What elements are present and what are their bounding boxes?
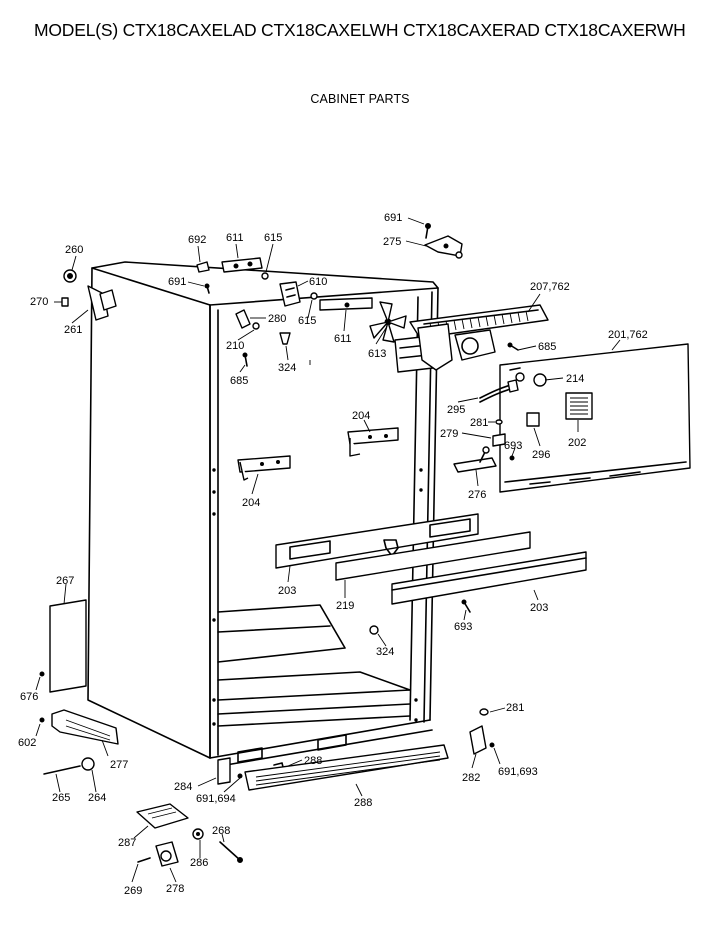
- callout-203: 203: [278, 585, 296, 597]
- leader-lines: [35, 217, 621, 883]
- callout-281: 281: [470, 417, 488, 429]
- callout-613: 613: [368, 348, 386, 360]
- callout-268: 268: [212, 825, 230, 837]
- callout-691-694: 691,694: [196, 793, 236, 805]
- callout-276: 276: [468, 489, 486, 501]
- callout-685: 685: [230, 375, 248, 387]
- callout-324: 324: [278, 362, 296, 374]
- callout-685: 685: [538, 341, 556, 353]
- callout-278: 278: [166, 883, 184, 895]
- callout-277: 277: [110, 759, 128, 771]
- callout-267: 267: [56, 575, 74, 587]
- callout-264: 264: [88, 792, 106, 804]
- callout-324: 324: [376, 646, 394, 658]
- callout-691: 691: [384, 212, 402, 224]
- callout-210: 210: [226, 340, 244, 352]
- callout-288: 288: [354, 797, 372, 809]
- callout-280: 280: [268, 313, 286, 325]
- callout-219: 219: [336, 600, 354, 612]
- callout-691: 691: [168, 276, 186, 288]
- callout-610: 610: [309, 276, 327, 288]
- callout-265: 265: [52, 792, 70, 804]
- callout-269: 269: [124, 885, 142, 897]
- fan-motor-assembly: [394, 304, 549, 373]
- section-title: CABINET PARTS: [310, 92, 410, 106]
- callout-287: 287: [118, 837, 136, 849]
- callout-615: 615: [264, 232, 282, 244]
- callout-204: 204: [352, 410, 370, 422]
- callout-207-762: 207,762: [530, 281, 570, 293]
- lower-parts: [39, 599, 495, 867]
- callout-261: 261: [64, 324, 82, 336]
- mullion-rails: [275, 513, 587, 605]
- shelf-brackets: [237, 427, 399, 481]
- callout-602: 602: [18, 737, 36, 749]
- callout-202: 202: [568, 437, 586, 449]
- callout-296: 296: [532, 449, 550, 461]
- callout-295: 295: [447, 404, 465, 416]
- callout-611: 611: [334, 333, 352, 345]
- callout-676: 676: [20, 691, 38, 703]
- callout-281: 281: [506, 702, 524, 714]
- callout-214: 214: [566, 373, 584, 385]
- callout-284: 284: [174, 781, 192, 793]
- callout-693: 693: [504, 440, 522, 452]
- callout-279: 279: [440, 428, 458, 440]
- callout-201-762: 201,762: [608, 329, 648, 341]
- callout-693: 693: [454, 621, 472, 633]
- callout-611: 611: [226, 232, 244, 244]
- callout-204: 204: [242, 497, 260, 509]
- left-hinge-parts: [61, 269, 117, 321]
- callout-615: 615: [298, 315, 316, 327]
- evaporator-fan: [369, 301, 407, 343]
- callout-288: 288: [304, 755, 322, 767]
- cabinet-shell: [87, 261, 439, 766]
- callout-260: 260: [65, 244, 83, 256]
- callout-282: 282: [462, 772, 480, 784]
- callout-691-693: 691,693: [498, 766, 538, 778]
- callout-286: 286: [190, 857, 208, 869]
- top-hinge-hardware: [196, 223, 519, 367]
- callout-275: 275: [383, 236, 401, 248]
- callout-203: 203: [530, 602, 548, 614]
- callout-labels: 691 275 692 611 615 260 691 610 270 261 …: [18, 212, 648, 897]
- model-numbers-heading: MODEL(S) CTX18CAXELAD CTX18CAXELWH CTX18…: [34, 20, 686, 40]
- control-panel: [453, 343, 691, 493]
- callout-270: 270: [30, 296, 48, 308]
- callout-692: 692: [188, 234, 206, 246]
